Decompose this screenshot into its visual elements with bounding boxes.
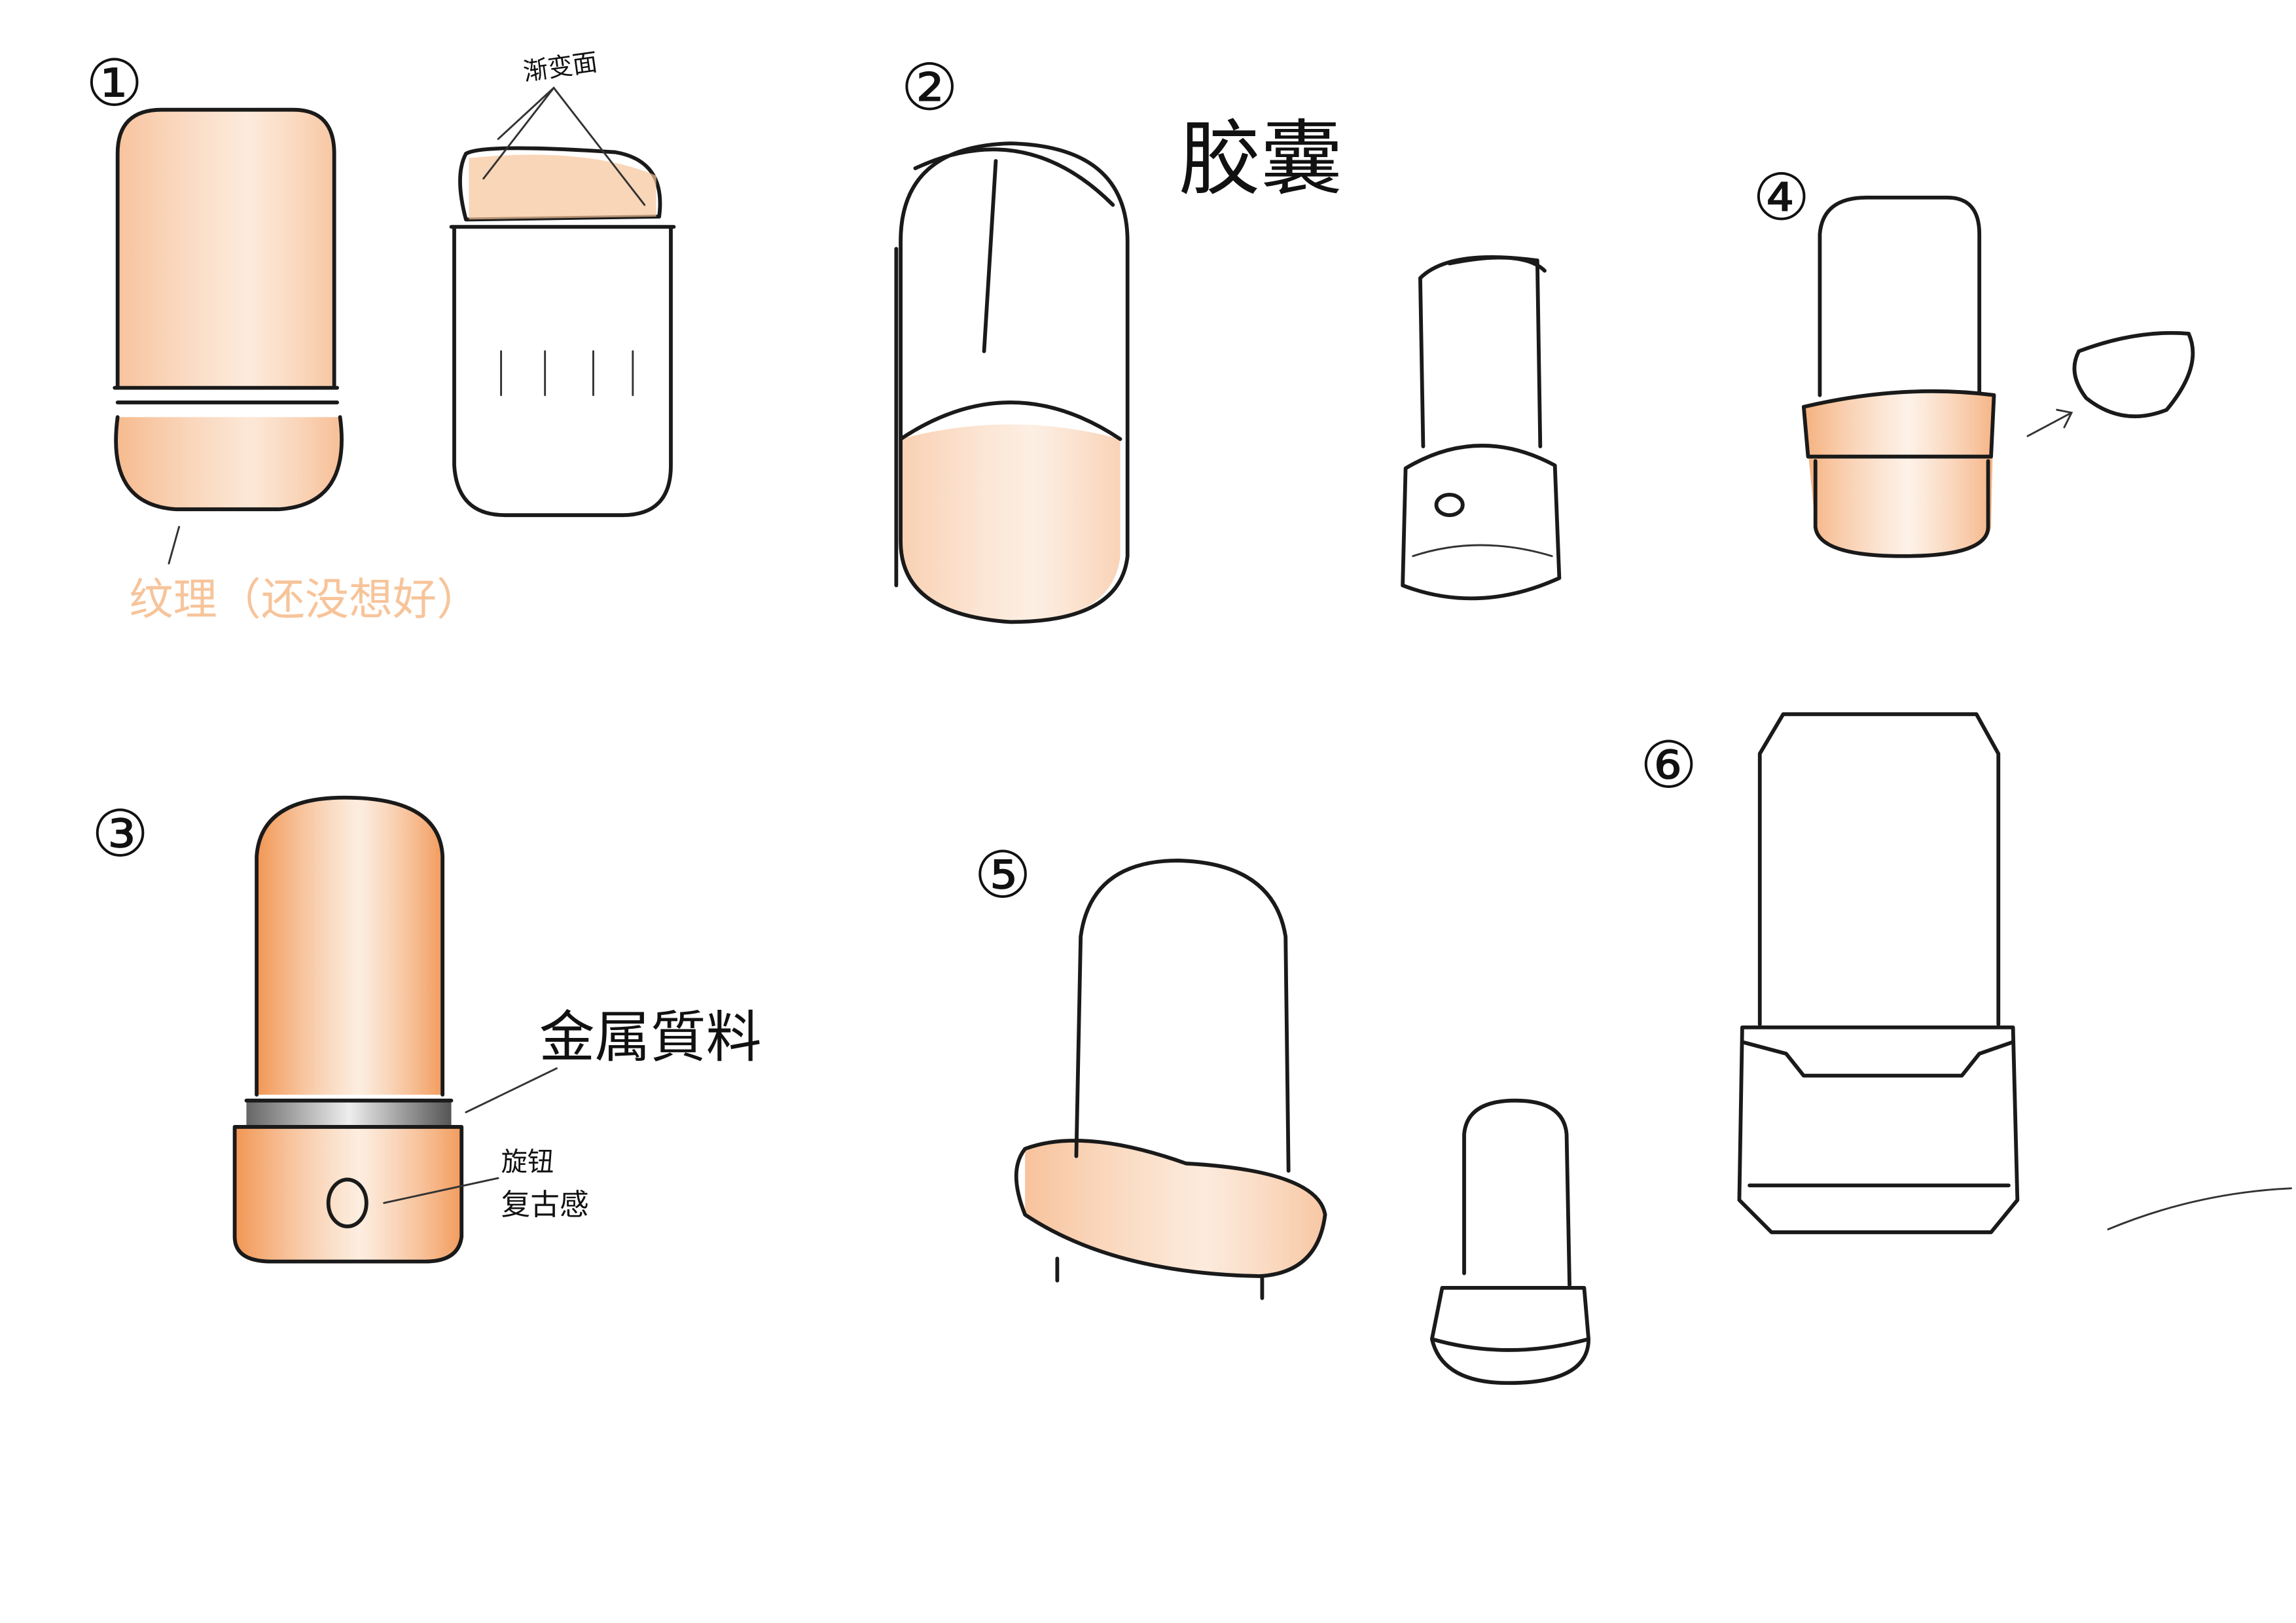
annotation-capsule: 胶囊 <box>1179 111 1342 207</box>
sketch-number: ⑥ <box>1640 728 1697 803</box>
sketch-number: ① <box>85 46 143 121</box>
sketch-2: ② 胶囊 <box>894 51 1562 624</box>
sketch-number: ④ <box>1753 160 1810 235</box>
sketch-number: ② <box>901 51 958 126</box>
sketch-1: ① 渐变面 纹理（还没想好） <box>85 46 676 625</box>
sketch-4: ④ <box>1753 160 2195 558</box>
annotation-metal-material: 金属質料 <box>539 1006 762 1071</box>
sketch-5: ⑤ <box>974 838 1591 1385</box>
annotation-knob: 旋钮 <box>501 1147 554 1177</box>
annotation-gradient-surface: 渐变面 <box>521 47 599 86</box>
annotation-texture: 纹理（还没想好） <box>130 574 481 625</box>
sketch-3: ③ 金属質料 旋钮 复古感 <box>91 795 762 1264</box>
annotation-retro-feel: 复古感 <box>501 1187 589 1222</box>
sketch-number: ③ <box>91 797 149 872</box>
sketch-number: ⑤ <box>974 838 1031 913</box>
sketch-6: ⑥ <box>1640 712 2292 1234</box>
